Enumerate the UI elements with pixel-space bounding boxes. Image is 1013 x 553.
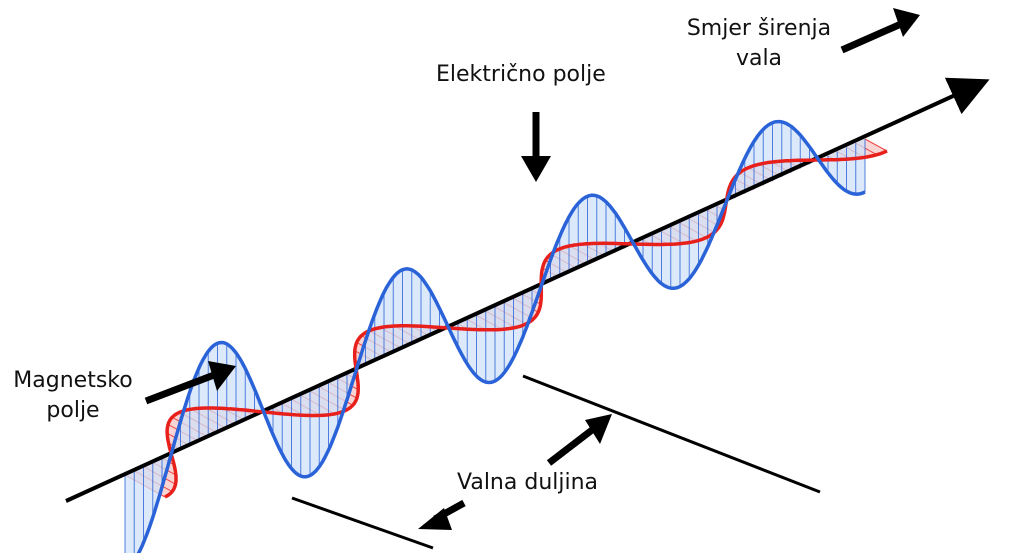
propagation-pointer-arrow <box>840 8 920 54</box>
magnetic-hatch-line <box>864 138 888 152</box>
propagation-direction-label: Smjer širenja vala <box>684 14 834 74</box>
wavelength-bracket-left <box>291 496 434 550</box>
magnetic-label-line1: Magnetsko <box>13 368 133 393</box>
electric-field-label: Električno polje <box>436 62 606 87</box>
wavelength-pointer-arrow-left <box>418 499 466 530</box>
wavelength-bracket-right <box>522 374 821 494</box>
magnetic-field-label: Magnetsko polje <box>8 366 138 426</box>
wavelength-pointer-arrow-right <box>546 414 612 466</box>
magnetic-field-pointer-arrow <box>144 361 236 405</box>
electric-field-curve <box>136 119 866 553</box>
propagation-axis <box>65 77 990 503</box>
magnetic-label-line2: polje <box>46 398 100 423</box>
propagation-label-line1: Smjer širenja <box>686 16 832 41</box>
electric-wave-line <box>136 119 866 553</box>
electric-field-hatch <box>124 121 866 553</box>
electric-field-pointer-arrow <box>521 112 551 182</box>
propagation-label-line2: vala <box>735 46 783 71</box>
wavelength-label: Valna duljina <box>457 470 599 495</box>
